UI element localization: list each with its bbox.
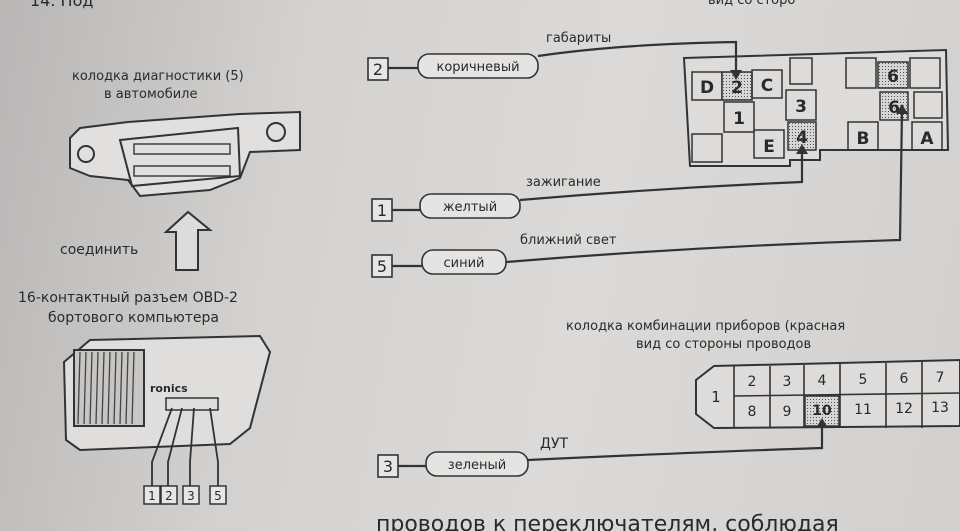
bc-pin-box-5 xyxy=(209,485,227,505)
light-pin-6b-cell xyxy=(879,91,909,121)
instrument-title-2: вид со стороны проводов xyxy=(636,337,811,352)
wire-1-capsule xyxy=(419,193,521,219)
wire-2-number: 2 xyxy=(373,60,383,79)
top-right-cut-text: вид со сторо xyxy=(708,0,795,8)
light-connector: D 2 C 1 3 E 4 6 6 B A xyxy=(682,48,950,167)
instrument-connector: 1 2 3 4 5 6 7 8 9 10 11 12 13 xyxy=(695,358,960,430)
light-label-C: C xyxy=(761,76,773,96)
obd-bc-pin-strip xyxy=(165,397,219,411)
instrument-pin-3: 3 xyxy=(783,374,792,390)
wire-color-capsules xyxy=(417,53,539,477)
instrument-pin-10: 10 xyxy=(812,403,832,419)
obd-car-title-1: колодка диагностики (5) xyxy=(72,69,244,84)
light-label-B: B xyxy=(857,129,870,149)
instrument-pin-9: 9 xyxy=(783,404,792,420)
wire-1-function: зажигание xyxy=(526,175,601,190)
light-label-E: E xyxy=(763,137,775,157)
bc-pin-label-3: 3 xyxy=(187,489,195,503)
wire-1-number-box xyxy=(371,198,393,222)
bc-pin-label-2: 2 xyxy=(165,489,173,503)
obd-car-title-2: в автомобиле xyxy=(104,87,197,102)
instrument-pin-7: 7 xyxy=(936,370,945,386)
obd-bc-brand: ronics xyxy=(150,382,188,395)
wire-3-color: зеленый xyxy=(448,458,506,473)
wire-3-function: ДУТ xyxy=(540,436,568,452)
bc-pin-label-5: 5 xyxy=(214,489,222,503)
light-pin-6a-cell xyxy=(877,61,909,89)
connect-label: соединить xyxy=(60,242,138,258)
wire-1-line xyxy=(519,150,804,202)
wire-2-number-box xyxy=(367,57,389,81)
obd-car-connector xyxy=(69,110,301,198)
instrument-title-1: колодка комбинации приборов (красная xyxy=(566,319,845,334)
instrument-pin-6: 6 xyxy=(900,371,909,387)
wire-lines xyxy=(388,40,904,468)
obd-bc-pin-boxes: 1 2 3 5 xyxy=(143,485,227,505)
wire-2-capsule xyxy=(417,53,539,79)
wire-1-number: 1 xyxy=(377,201,387,220)
wire-1-color: желтый xyxy=(443,200,497,215)
wire-3-number: 3 xyxy=(383,457,393,476)
light-label-2: 2 xyxy=(731,78,743,98)
light-label-A: A xyxy=(920,129,934,149)
bc-pin-label-1: 1 xyxy=(148,489,156,503)
instrument-pin-4: 4 xyxy=(818,373,827,389)
instrument-pin-13: 13 xyxy=(931,400,949,416)
wire-5-number-box xyxy=(371,254,393,278)
light-label-3: 3 xyxy=(795,97,807,117)
wire-5-color: синий xyxy=(444,256,485,271)
wire-number-boxes: 2 1 5 3 xyxy=(367,57,399,478)
wire-5-number: 5 xyxy=(377,257,387,276)
instrument-pin-5: 5 xyxy=(859,372,868,388)
light-label-4: 4 xyxy=(796,128,808,148)
light-label-D: D xyxy=(700,78,714,98)
wire-2-color: коричневый xyxy=(436,60,519,75)
connect-arrow xyxy=(163,210,213,271)
instrument-pin-2: 2 xyxy=(748,374,757,390)
wire-3-line xyxy=(527,424,824,462)
instrument-pin-1: 1 xyxy=(711,388,721,406)
instrument-pin-8: 8 xyxy=(748,404,757,420)
wire-5-capsule xyxy=(421,249,507,275)
obd-bc-title-2: бортового компьютера xyxy=(48,310,219,326)
wire-2-function: габариты xyxy=(546,31,611,46)
wire-3-number-box xyxy=(377,454,399,478)
instrument-pin-12: 12 xyxy=(895,401,913,417)
bottom-cut-text: проводов к переключателям, соблюдая xyxy=(376,512,839,531)
bc-pin-box-1 xyxy=(143,485,161,505)
light-label-1: 1 xyxy=(733,109,745,129)
obd-bc-title-1: 16-контактный разъем OBD-2 xyxy=(18,290,238,306)
bc-pin-box-2 xyxy=(160,485,178,505)
wire-5-line xyxy=(505,109,904,264)
wire-5-function: ближний свет xyxy=(520,233,617,248)
obd-bc-pin-wires xyxy=(151,407,219,486)
light-label-6a: 6 xyxy=(887,67,899,87)
instrument-pin-11: 11 xyxy=(854,402,872,418)
wire-arrowheads xyxy=(730,70,908,428)
wire-3-capsule xyxy=(425,451,529,477)
wire-2-line xyxy=(537,40,738,74)
top-cut-text: 14. Под xyxy=(30,0,93,10)
obd-bc-cable-ribs xyxy=(77,351,135,425)
bc-pin-box-3 xyxy=(182,485,200,505)
light-label-6b: 6 xyxy=(888,98,900,118)
